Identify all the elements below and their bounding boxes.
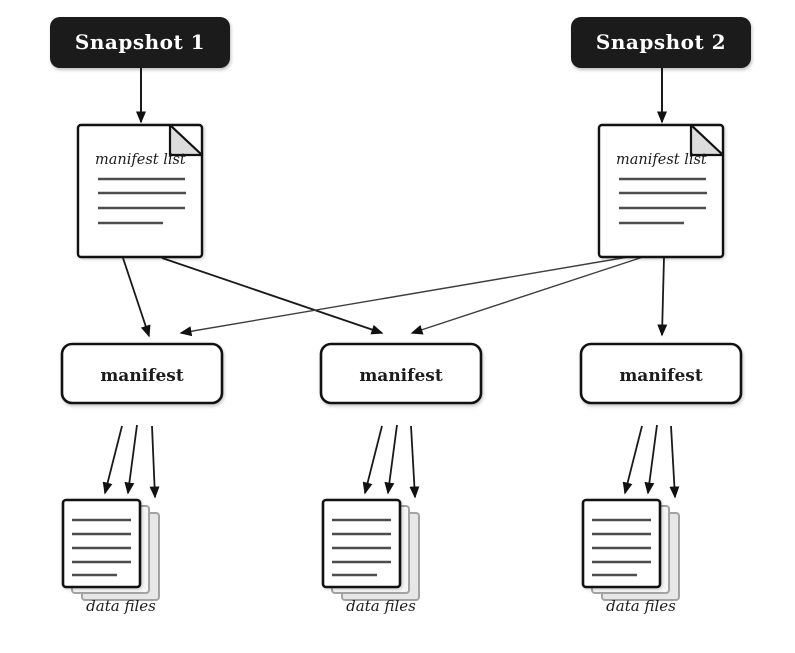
edges-manifest3-datafiles3: [622, 424, 680, 499]
data-files-3-stack: data files: [581, 498, 680, 615]
front-doc: [61, 498, 142, 589]
snapshot-1-label: Snapshot 1: [75, 30, 205, 54]
manifest-list-1-doc: manifest list: [76, 123, 204, 259]
edge-manifest1-datafile-c: [149, 425, 160, 499]
manifest-list-1-text-lines: [98, 177, 186, 225]
manifest-3-label: manifest: [619, 366, 703, 386]
manifest-list-1-label: manifest list: [95, 152, 186, 168]
data-files-3-label: data files: [606, 597, 676, 615]
manifest-1-node: manifest: [60, 342, 224, 405]
manifest-2-node: manifest: [319, 342, 483, 405]
front-doc: [581, 498, 662, 589]
snapshot-2-node: Snapshot 2: [571, 17, 751, 68]
data-files-2-stack: data files: [321, 498, 420, 615]
front-doc: [321, 498, 402, 589]
edge-manifestlist2-manifest2: [410, 256, 644, 335]
edge-manifest1-datafile-a: [102, 425, 123, 495]
edge-manifest2-datafile-b: [384, 424, 398, 495]
data-files-1-text-lines: [72, 518, 131, 577]
manifest-list-2-doc: manifest list: [597, 123, 725, 259]
manifest-1-label: manifest: [100, 366, 184, 386]
snapshot-1-box: [50, 17, 230, 68]
edge-manifest3-datafile-c: [669, 425, 680, 499]
data-files-2-text-lines: [332, 518, 391, 577]
manifest-list-2-label: manifest list: [616, 152, 707, 168]
edges-manifest2-datafiles2: [362, 424, 420, 499]
page-fold-icon: [689, 123, 725, 157]
manifest-2-box: [319, 342, 483, 405]
snapshot-2-box: [571, 17, 751, 68]
manifest-3-node: manifest: [579, 342, 743, 405]
manifest-1-box: [60, 342, 224, 405]
snapshot-1-node: Snapshot 1: [50, 17, 230, 68]
edge-manifestlist1-manifest1: [122, 257, 151, 338]
edge-manifest3-datafile-a: [622, 425, 643, 495]
edge-manifest2-datafile-a: [362, 425, 383, 495]
data-files-3-text-lines: [592, 518, 651, 577]
edge-manifestlist2-manifest1: [179, 255, 635, 337]
data-files-2-label: data files: [346, 597, 416, 615]
edges-manifest1-datafiles1: [102, 424, 160, 499]
edge-manifest1-datafile-b: [124, 424, 138, 495]
edge-manifestlist1-manifest2: [161, 257, 384, 335]
edge-manifest3-datafile-b: [644, 424, 658, 495]
edge-manifestlist2-manifest3: [657, 256, 668, 337]
data-files-1-label: data files: [86, 597, 156, 615]
edge-manifest2-datafile-c: [409, 425, 420, 499]
snapshot-2-label: Snapshot 2: [596, 30, 726, 54]
manifest-2-label: manifest: [359, 366, 443, 386]
manifest-list-2-text-lines: [619, 177, 707, 225]
manifest-3-box: [579, 342, 743, 405]
data-files-1-stack: data files: [61, 498, 160, 615]
page-fold-icon: [168, 123, 204, 157]
